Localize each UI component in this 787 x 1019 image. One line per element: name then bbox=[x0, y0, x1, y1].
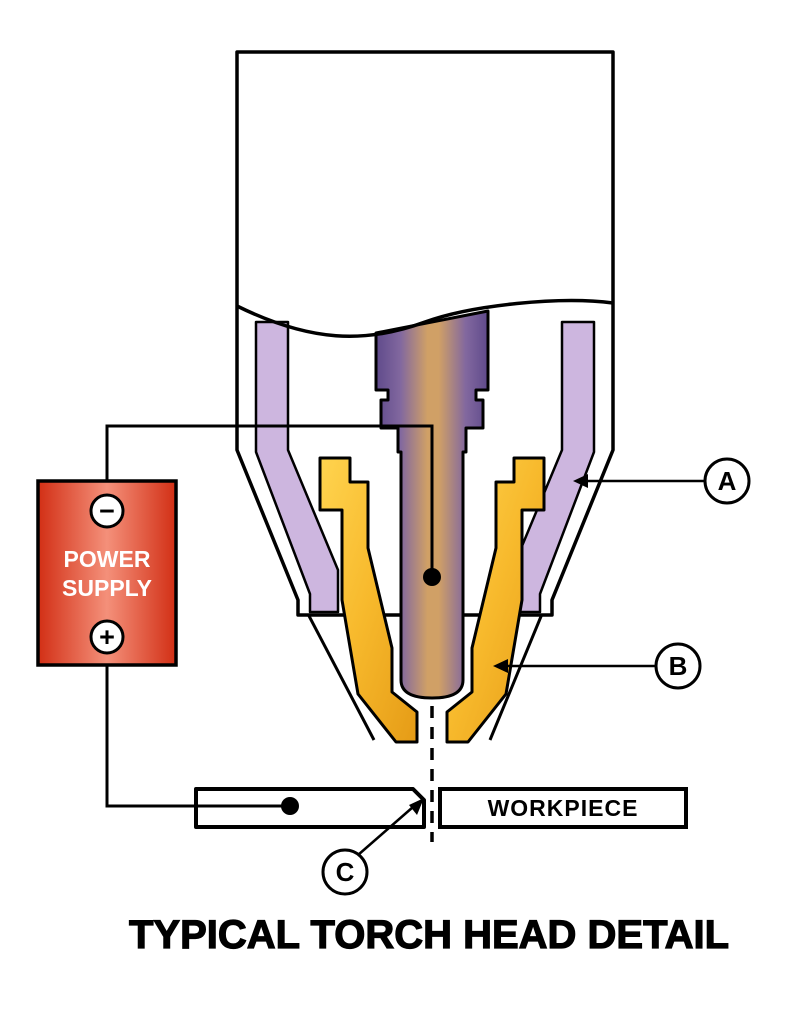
nozzle-right bbox=[445, 456, 546, 744]
callout-c-circle bbox=[321, 848, 369, 896]
wavy-break-line bbox=[236, 298, 614, 338]
callout-c-line bbox=[357, 806, 414, 856]
cap-edge-left bbox=[306, 613, 376, 741]
electrode-contact-dot bbox=[423, 568, 441, 586]
shield-cutaway-left bbox=[254, 320, 340, 614]
workpiece-plate-left bbox=[194, 787, 426, 829]
power-supply-label-line2: SUPPLY bbox=[62, 575, 152, 601]
minus-icon: − bbox=[99, 496, 115, 526]
diagram-title: TYPICAL TORCH HEAD DETAIL bbox=[129, 913, 729, 957]
cap-edge-right bbox=[488, 613, 544, 741]
nozzle-left bbox=[318, 456, 419, 744]
callout-b-label: B bbox=[669, 651, 688, 681]
workpiece-contact-dot bbox=[281, 797, 299, 815]
negative-wire bbox=[105, 424, 434, 577]
workpiece-label: WORKPIECE bbox=[488, 795, 639, 821]
workpiece-plate-right bbox=[438, 787, 688, 829]
callout-c-arrow-icon bbox=[409, 798, 424, 815]
negative-terminal-circle bbox=[89, 493, 125, 529]
callout-a-circle bbox=[703, 457, 751, 505]
power-supply-label-line1: POWER bbox=[64, 546, 151, 572]
callout-b-arrow-icon bbox=[493, 659, 508, 673]
callout-c-label: C bbox=[336, 857, 355, 887]
plus-icon: + bbox=[99, 622, 115, 652]
callout-a-arrow-icon bbox=[573, 474, 588, 488]
callout-a-label: A bbox=[718, 466, 737, 496]
positive-wire bbox=[105, 665, 290, 808]
callout-b-circle bbox=[654, 642, 702, 690]
positive-terminal-circle bbox=[89, 619, 125, 655]
